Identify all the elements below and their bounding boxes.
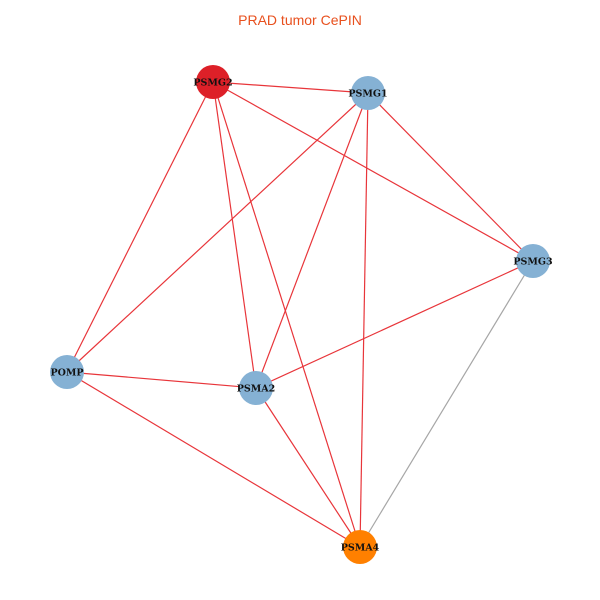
node-psmg1: PSMG1 [348,76,388,110]
node-psmg3: PSMG3 [513,244,553,278]
node-label-psma4: PSMA4 [341,543,380,554]
edge-psmg2-psma4 [212,81,361,548]
edge-psmg1-psma4 [359,92,369,548]
edge-psma2-psma4 [255,387,361,548]
node-label-psmg3: PSMG3 [513,257,552,268]
node-circle-pomp [50,355,84,389]
edge-psmg1-pomp [66,92,369,373]
node-pomp: POMP [50,355,84,389]
edge-psmg3-psma4 [359,260,534,548]
edge-psmg1-psmg3 [367,92,534,262]
edge-pomp-psma4 [66,371,361,548]
node-circle-psmg2 [196,65,230,99]
node-label-pomp: POMP [50,368,83,379]
node-label-psma2: PSMA2 [237,384,276,395]
edge-psmg2-psma2 [212,81,257,389]
edge-psmg2-pomp [66,81,214,373]
node-label-psmg1: PSMG1 [348,89,387,100]
edge-psmg1-psma2 [255,92,369,389]
node-psma4: PSMA4 [341,530,380,564]
edge-pomp-psma2 [66,371,257,389]
node-psma2: PSMA2 [237,371,276,405]
node-circle-psma2 [239,371,273,405]
node-psmg2: PSMG2 [193,65,233,99]
edge-psmg2-psmg1 [212,81,369,94]
chart-title: PRAD tumor CePIN [238,12,362,28]
node-label-psmg2: PSMG2 [193,78,232,89]
edge-psmg3-psma2 [255,260,534,389]
node-circle-psma4 [343,530,377,564]
edges-layer [66,81,534,548]
edge-psmg2-psmg3 [212,81,534,262]
node-circle-psmg1 [351,76,385,110]
node-circle-psmg3 [516,244,550,278]
